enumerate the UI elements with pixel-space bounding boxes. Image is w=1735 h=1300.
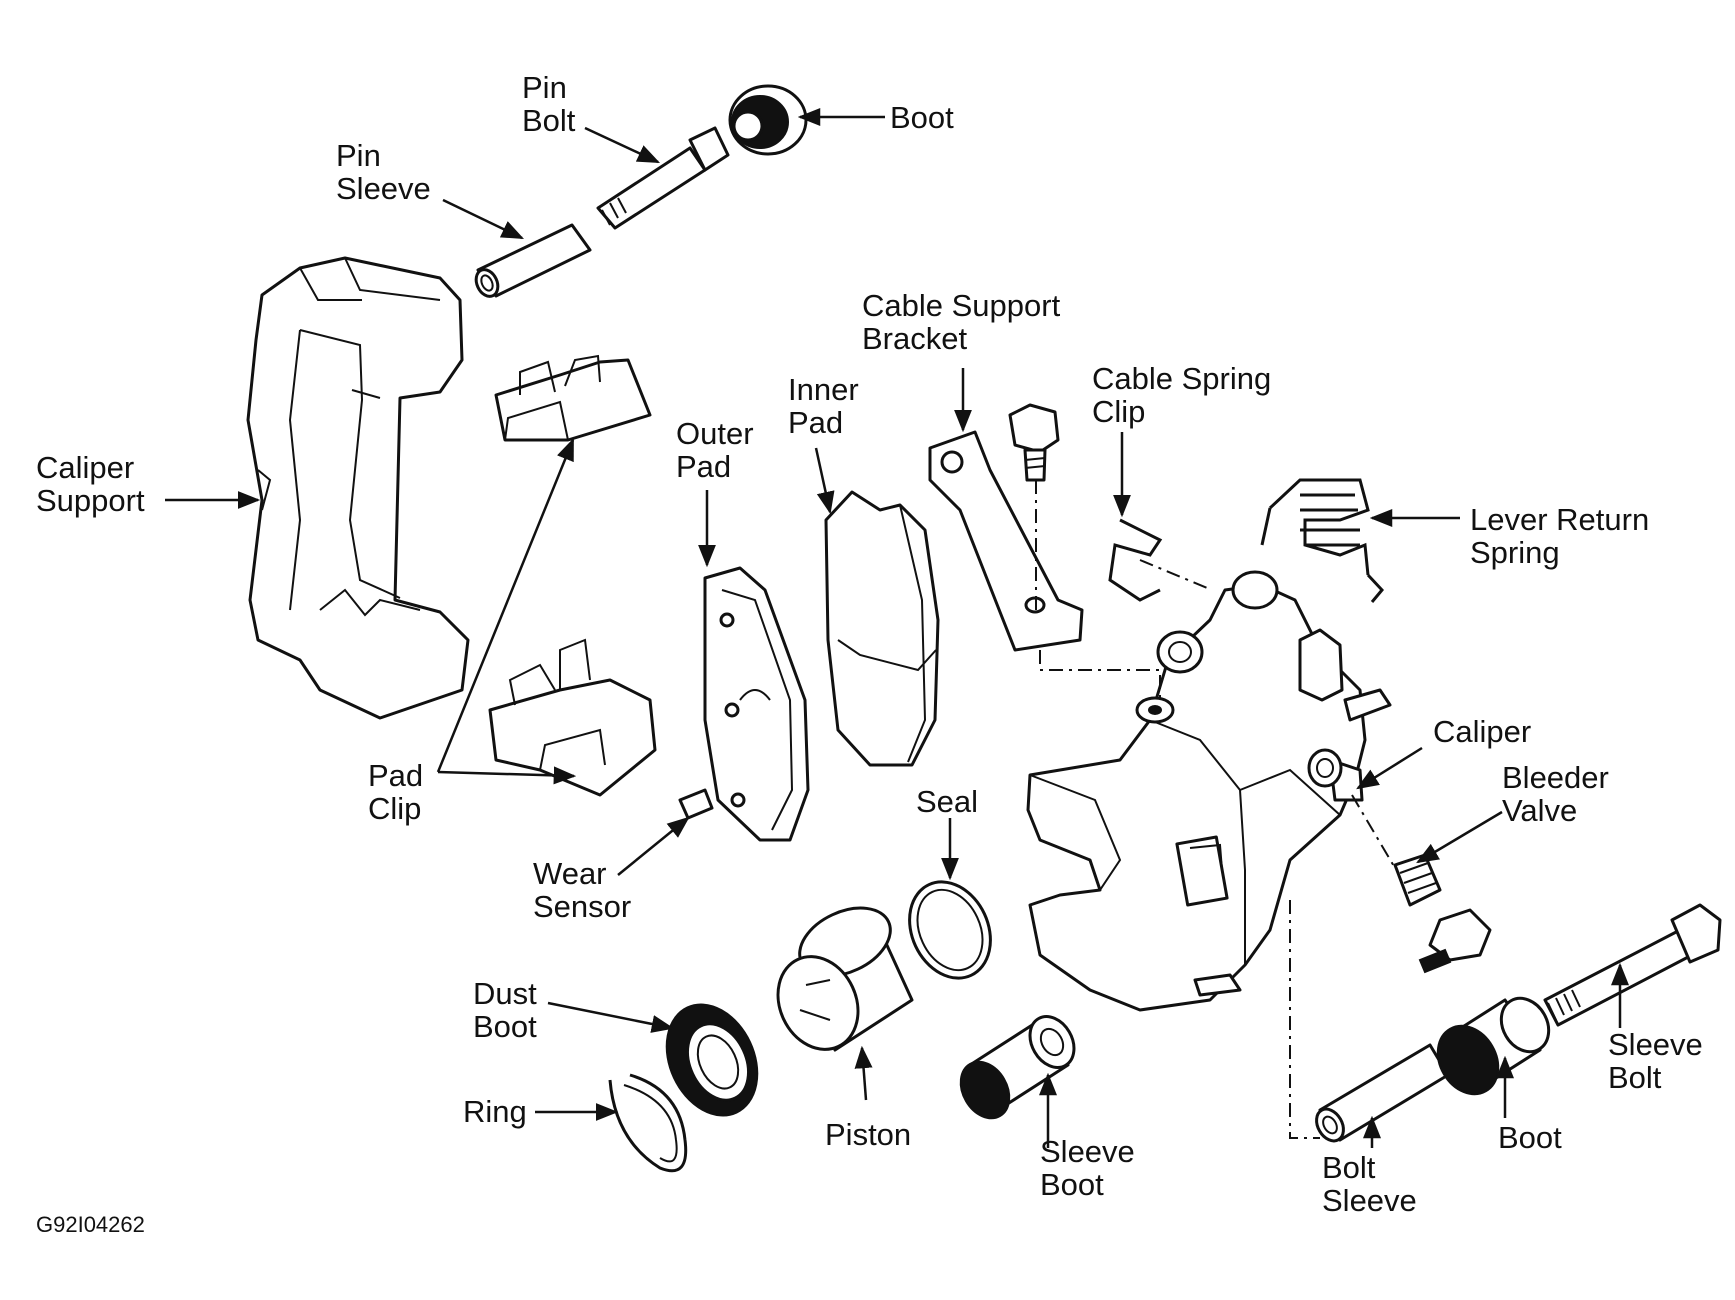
ring-part	[608, 1073, 688, 1173]
cable-support-bracket-part	[928, 430, 1084, 652]
outer-pad-part	[703, 566, 810, 842]
label-pin-bolt: Pin Bolt	[522, 70, 576, 138]
boot-bottom-part	[1436, 996, 1551, 1096]
label-bolt-sleeve: Bolt Sleeve	[1322, 1150, 1417, 1218]
bolt-sleeve-part	[1315, 1043, 1450, 1143]
seal-part	[908, 880, 992, 980]
wear-sensor-part	[678, 788, 714, 820]
label-piston: Piston	[825, 1117, 911, 1152]
inner-pad-part	[824, 490, 940, 767]
label-cable-support-bracket: Cable Support Bracket	[862, 288, 1069, 356]
piston-part	[776, 906, 914, 1052]
bracket-bolt-part	[1008, 403, 1060, 482]
caliper-support-part	[246, 256, 470, 720]
label-dust-boot: Dust Boot	[473, 976, 545, 1044]
label-bleeder-valve: Bleeder Valve	[1502, 760, 1617, 828]
label-seal: Seal	[916, 784, 978, 819]
label-pin-sleeve: Pin Sleeve	[336, 138, 431, 206]
leader-lines	[165, 108, 1629, 1148]
label-ring: Ring	[463, 1094, 527, 1129]
label-sleeve-bolt: Sleeve Bolt	[1608, 1027, 1711, 1095]
figure-code: G92I04262	[36, 1212, 145, 1237]
label-lever-return-spring: Lever Return Spring	[1470, 502, 1658, 570]
sleeve-bolt-part	[1543, 903, 1722, 1027]
caliper-body-part	[1026, 570, 1392, 1012]
label-outer-pad: Outer Pad	[676, 416, 762, 484]
label-inner-pad: Inner Pad	[788, 372, 867, 440]
label-caliper: Caliper	[1433, 714, 1531, 749]
label-pad-clip: Pad Clip	[368, 758, 432, 826]
pin-sleeve-part	[474, 223, 592, 298]
cable-spring-clip-part	[1108, 518, 1163, 602]
label-wear-sensor: Wear Sensor	[533, 856, 631, 924]
dust-boot-part	[665, 1003, 759, 1117]
label-sleeve-boot: Sleeve Boot	[1040, 1134, 1143, 1202]
pad-clip-upper-part	[494, 354, 652, 442]
bleeder-valve-part	[1393, 853, 1492, 974]
label-caliper-support: Caliper Support	[36, 450, 145, 518]
label-cable-spring-clip: Cable Spring Clip	[1092, 361, 1280, 429]
boot-top-part	[728, 84, 808, 156]
label-boot-bottom: Boot	[1498, 1120, 1562, 1155]
label-boot-top: Boot	[890, 100, 954, 135]
alignment-lines	[1035, 480, 1396, 1139]
lever-return-spring-part	[1260, 478, 1384, 603]
pad-clip-lower-part	[488, 638, 657, 797]
pin-bolt-part	[596, 126, 730, 230]
part-labels: Pin Bolt Boot Pin Sleeve Caliper Support…	[36, 70, 1711, 1237]
sleeve-boot-part	[959, 1015, 1076, 1120]
